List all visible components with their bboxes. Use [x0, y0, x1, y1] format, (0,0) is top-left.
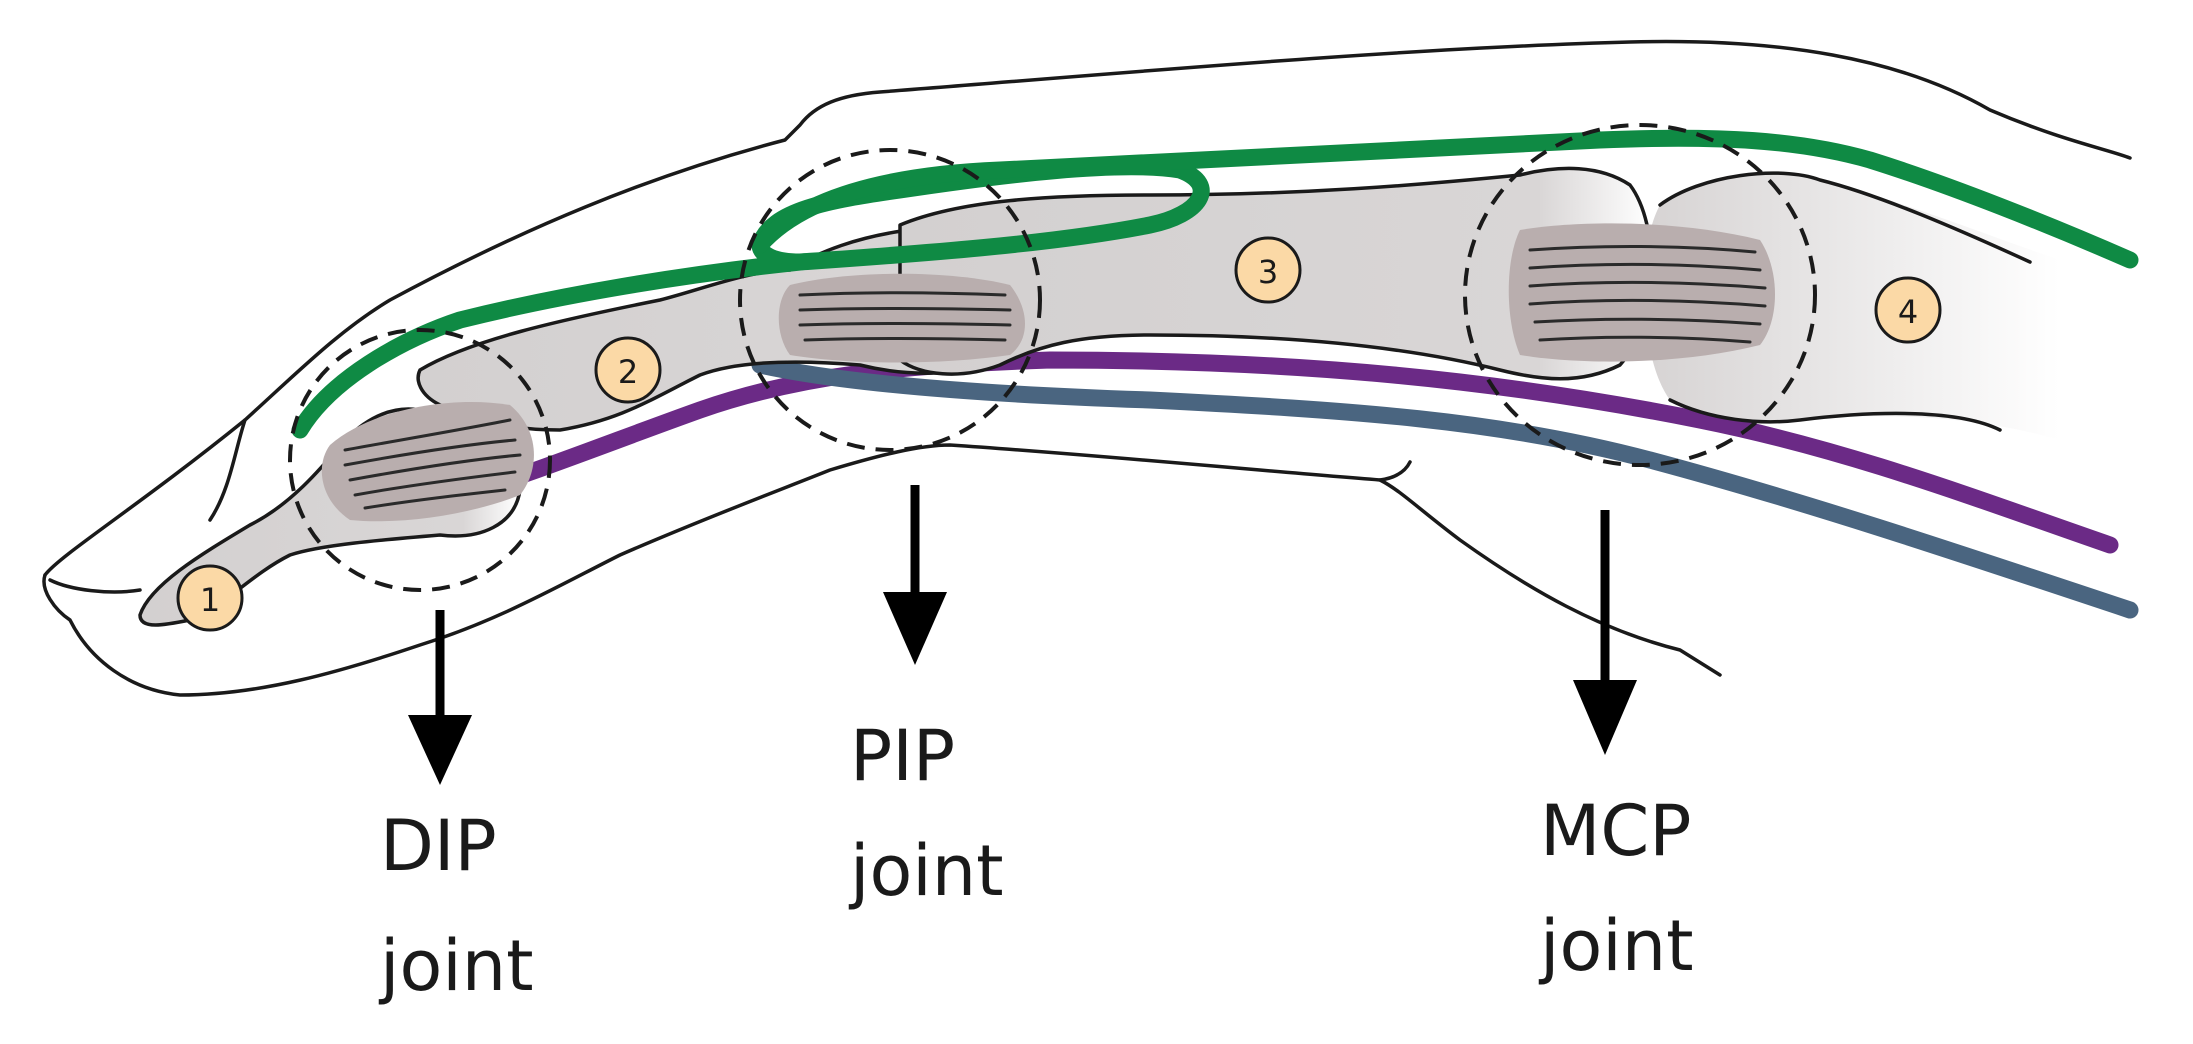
mcp-joint-ring	[1463, 123, 1817, 467]
mcp-joint-capsule	[1508, 223, 1775, 362]
mcp-label-line2: joint	[1538, 905, 1694, 987]
dip-arrow	[408, 610, 472, 785]
dip-label-line2: joint	[378, 925, 534, 1007]
svg-text:2: 2	[618, 353, 638, 391]
pip-label-line1: PIP	[850, 715, 955, 797]
dip-joint-capsule	[321, 401, 534, 522]
flexor-tendons	[281, 351, 2139, 619]
joint-markers	[288, 123, 1817, 592]
svg-text:3: 3	[1258, 253, 1278, 291]
bone-badge-3: 3	[1234, 236, 1302, 304]
pip-joint-capsule	[778, 273, 1025, 363]
pip-label-line2: joint	[848, 830, 1004, 912]
bone-badge-2: 2	[594, 336, 662, 404]
extensor-tendon	[291, 129, 2139, 439]
bone-badge-4: 4	[1874, 276, 1942, 344]
pip-joint-ring	[738, 148, 1042, 452]
svg-text:1: 1	[200, 581, 220, 619]
pip-arrow	[883, 485, 947, 665]
svg-text:4: 4	[1898, 293, 1918, 331]
dip-joint-ring	[288, 328, 552, 592]
finger-skin-outline	[42, 39, 2132, 697]
dip-label-line1: DIP	[380, 805, 497, 887]
mcp-label-line1: MCP	[1540, 790, 1691, 872]
bone-badge-1: 1	[176, 564, 244, 632]
flexor-superficial-tendon	[281, 351, 2119, 554]
flexor-deep-tendon	[751, 356, 2139, 619]
mcp-arrow	[1573, 510, 1637, 755]
